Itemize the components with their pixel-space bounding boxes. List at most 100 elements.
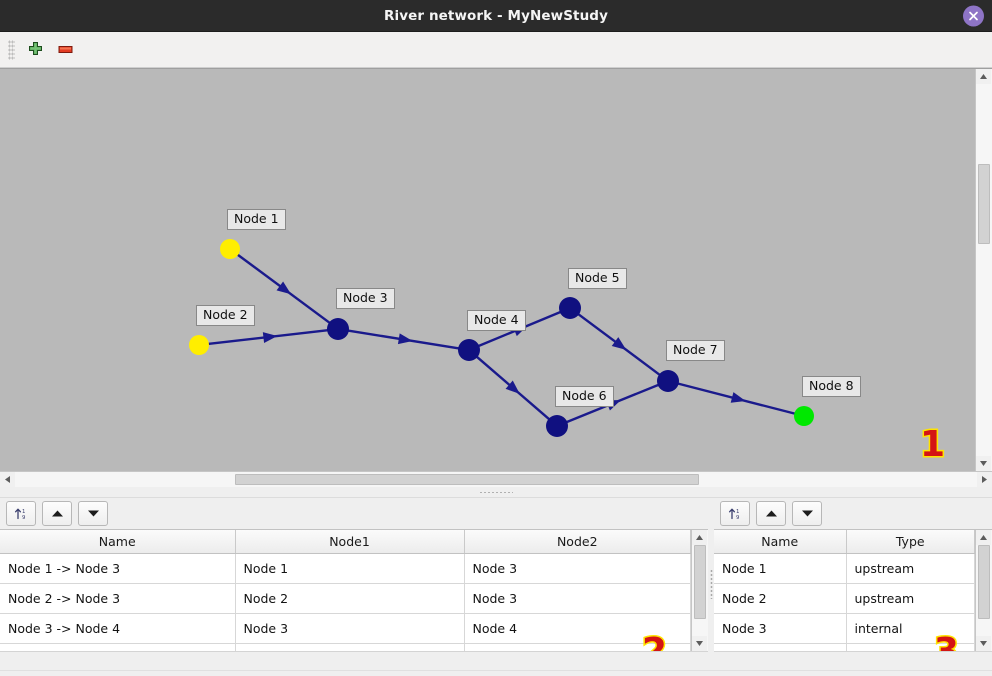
cell-node1[interactable]: Node 2 [235,583,465,614]
nodes-sort-button[interactable]: 1 9 [720,501,750,526]
cell-name[interactable]: Node 4 [714,643,847,651]
graph-node-node-4[interactable] [458,339,480,361]
reaches-vscroll-thumb[interactable] [694,545,706,619]
reaches-move-down-button[interactable] [78,501,108,526]
cell-node1[interactable]: Node 4 [235,643,465,651]
close-icon[interactable] [963,5,984,26]
scroll-up-arrow-icon[interactable] [976,69,991,84]
graph-node-label-node-6[interactable]: Node 6 [555,386,614,407]
nodes-move-down-button[interactable] [792,501,822,526]
graph-node-label-node-1[interactable]: Node 1 [227,209,286,230]
canvas-vscroll-track[interactable] [976,84,992,456]
graph-node-label-node-8[interactable]: Node 8 [802,376,861,397]
vertical-splitter-grip-icon [709,569,713,599]
cell-node1[interactable]: Node 1 [235,553,465,584]
minus-icon [58,46,72,53]
cell-type[interactable]: internal [846,613,975,644]
graph-node-node-2[interactable] [189,335,209,355]
reaches-sort-button[interactable]: 1 9 [6,501,36,526]
nodes-vscroll-thumb[interactable] [977,545,990,619]
scroll-left-arrow-icon[interactable] [0,472,15,487]
canvas-hscroll-track[interactable] [15,472,977,487]
scroll-down-arrow-icon[interactable] [976,456,991,471]
nodes-move-up-button[interactable] [756,501,786,526]
cell-name[interactable]: Node 1 [714,553,847,584]
graph-node-node-1[interactable] [220,239,240,259]
nodes-vertical-scrollbar[interactable] [974,530,992,651]
horizontal-splitter[interactable] [0,487,992,498]
cell-type[interactable]: internal [846,643,975,651]
reaches-toolbar: 1 9 [0,498,708,529]
cell-node2[interactable]: Node 3 [464,583,691,614]
column-header-name[interactable]: Name [0,530,236,554]
column-header-node2[interactable]: Node2 [464,530,691,554]
cell-node2[interactable]: Node 4 [464,613,691,644]
cell-name[interactable]: Node 2 [714,583,847,614]
triangle-down-glyph [696,641,703,646]
graph-node-node-5[interactable] [559,297,581,319]
triangle-right-glyph [982,476,987,483]
nodes-scroll-up-arrow-icon[interactable] [975,530,991,545]
nodes-pane-footer [714,651,992,670]
graph-node-node-8[interactable] [794,406,814,426]
table-row[interactable]: Node 4internal [714,643,975,651]
graph-node-label-node-3[interactable]: Node 3 [336,288,395,309]
toolbar-grip[interactable] [8,39,15,60]
nodes-toolbar: 1 9 [714,498,992,529]
cell-name[interactable]: Node 4 -> Node 5 [0,643,236,651]
reaches-vertical-scrollbar[interactable] [691,530,708,651]
graph-node-node-7[interactable] [657,370,679,392]
column-header-type[interactable]: Type [846,530,975,554]
cell-type[interactable]: upstream [846,583,975,614]
cell-node1[interactable]: Node 3 [235,613,465,644]
nodes-scroll-down-arrow-icon[interactable] [975,636,991,651]
cell-name[interactable]: Node 3 -> Node 4 [0,613,236,644]
cell-name[interactable]: Node 3 [714,613,847,644]
reaches-scroll-up-arrow-icon[interactable] [692,530,707,545]
graph-node-label-node-5[interactable]: Node 5 [568,268,627,289]
graph-node-label-node-2[interactable]: Node 2 [196,305,255,326]
canvas-vscroll-thumb[interactable] [978,164,990,244]
window-title: River network - MyNewStudy [384,7,608,24]
reaches-move-up-button[interactable] [42,501,72,526]
canvas-hscroll-thumb[interactable] [235,474,699,485]
main-toolbar [0,32,992,68]
sort-icon: 1 9 [728,508,740,521]
canvas-horizontal-scrollbar[interactable] [0,471,992,487]
add-node-button[interactable] [20,36,50,64]
graph-node-node-3[interactable] [327,318,349,340]
nodes-vscroll-track[interactable] [975,545,992,636]
graph-node-label-node-4[interactable]: Node 4 [467,310,526,331]
cell-name[interactable]: Node 2 -> Node 3 [0,583,236,614]
river-network-canvas[interactable]: Node 1 Node 2 Node 3 Node 4 Node 5 Node 6 Node… [0,69,975,471]
reaches-scroll-down-arrow-icon[interactable] [692,636,707,651]
column-header-name[interactable]: Name [714,530,847,554]
edge-arrow-icon [397,333,413,345]
graph-node-label-node-7[interactable]: Node 7 [666,340,725,361]
cell-node2[interactable]: Node 5 [464,643,691,651]
triangle-down-glyph [980,461,987,466]
cell-type[interactable]: upstream [846,553,975,584]
canvas-vertical-scrollbar[interactable] [975,69,992,471]
sort-icon: 1 9 [14,508,26,521]
cell-name[interactable]: Node 1 -> Node 3 [0,553,236,584]
column-header-node1[interactable]: Node1 [235,530,465,554]
scroll-right-arrow-icon[interactable] [977,472,992,487]
graph-node-node-6[interactable] [546,415,568,437]
vertical-splitter[interactable] [708,498,714,670]
remove-node-button[interactable] [50,36,80,64]
cell-node2[interactable]: Node 3 [464,553,691,584]
reaches-vscroll-track[interactable] [692,545,708,636]
